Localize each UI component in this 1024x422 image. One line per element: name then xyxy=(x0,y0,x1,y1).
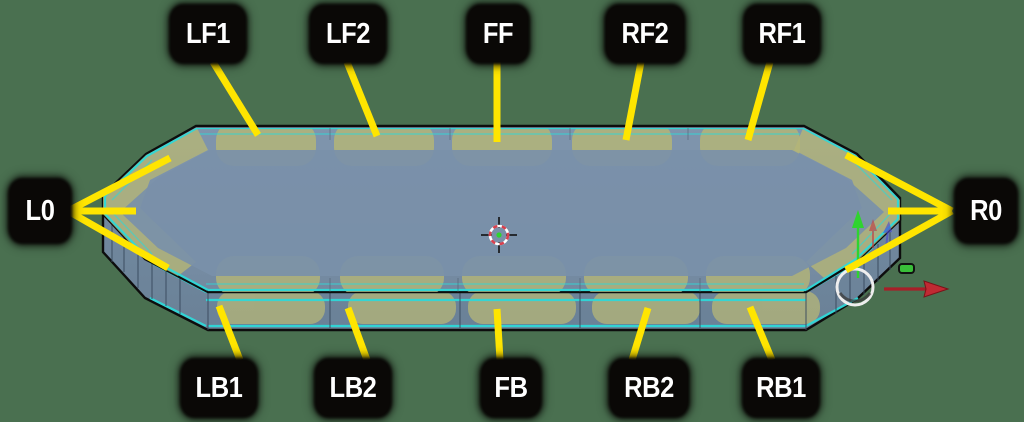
gizmo-move-x-handle[interactable] xyxy=(884,280,950,298)
callout-label-text: L0 xyxy=(25,194,55,227)
callout-label-r0: R0 xyxy=(956,180,1016,242)
callout-label-fb: FB xyxy=(481,360,541,416)
gizmo-plane-handle[interactable] xyxy=(898,263,915,274)
callout-label-text: R0 xyxy=(970,194,1002,227)
hull-top-face xyxy=(101,124,902,294)
callout-label-text: RF1 xyxy=(758,17,806,50)
callout-label-text: LB1 xyxy=(195,371,243,404)
callout-label-text: FF xyxy=(482,17,514,50)
callout-label-lf2: LF2 xyxy=(311,6,385,62)
callout-label-rf2: RF2 xyxy=(606,6,684,62)
callout-label-text: RF2 xyxy=(621,17,669,50)
callout-label-ff: FF xyxy=(468,6,528,62)
callout-label-rb1: RB1 xyxy=(744,360,818,416)
callout-label-rb2: RB2 xyxy=(610,360,688,416)
callout-label-lf1: LF1 xyxy=(171,6,245,62)
callout-label-text: FB xyxy=(494,371,528,404)
side-highlight-patches xyxy=(217,291,820,324)
callout-label-lb1: LB1 xyxy=(182,360,256,416)
callout-label-text: LF1 xyxy=(185,17,231,50)
callout-label-lb2: LB2 xyxy=(316,360,390,416)
callout-label-text: LB2 xyxy=(329,371,377,404)
callout-label-text: RB2 xyxy=(624,371,674,404)
callout-label-text: RB1 xyxy=(756,371,806,404)
3d-cursor xyxy=(481,217,517,253)
callout-label-l0: L0 xyxy=(10,180,70,242)
callout-label-text: LF2 xyxy=(325,17,371,50)
callout-label-rf1: RF1 xyxy=(745,6,819,62)
